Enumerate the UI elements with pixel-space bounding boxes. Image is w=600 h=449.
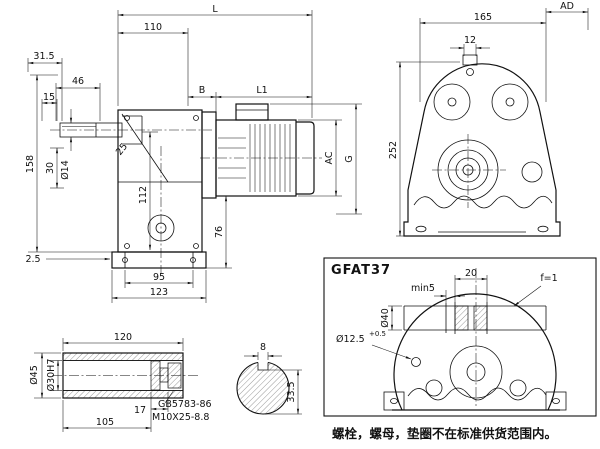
detail-frame [323,257,597,417]
detail-ribs [407,387,547,401]
dim-L1: L1 [256,85,267,96]
small-hole [411,357,421,367]
motor-fins [249,124,291,192]
motor-flange [201,111,217,199]
section-view: 8 33.5 [236,342,302,415]
case-flange [111,251,207,269]
detail-dimensions: 20 min5 f=1 Ø40 Ø12.5 +0.5 [336,268,558,360]
end-washer [150,360,161,391]
dim-dia30H7: Ø30H7 [46,359,57,392]
supply-note-caption: 螺栓，螺母，垫圈不在标准供货范围内。 [332,426,557,441]
foot-hole-left [415,225,427,233]
dim-105: 105 [96,417,114,428]
keyway [257,362,269,371]
dim-112: 112 [138,186,149,204]
bolt-head [167,362,182,389]
gear-case [117,109,203,253]
dim-G: G [344,155,355,162]
dim-17: 17 [134,405,146,416]
housing-outline [403,63,561,237]
dim-dia40: Ø40 [380,308,391,328]
dim-AD: AD [560,1,574,12]
dim-L: L [212,4,218,15]
dim-dia12-5-tolerance: +0.5 [369,330,386,338]
dim-120: 120 [114,332,132,343]
dim-B: B [199,85,206,96]
dim-dia14: Ø14 [60,160,71,180]
top-boss [462,54,478,66]
note-bolt-spec: M10X25-8.8 [152,412,209,423]
motor-rotor-lines [218,137,246,179]
dim-20: 20 [465,268,477,279]
dim-165: 165 [474,12,492,23]
dim-33-5: 33.5 [286,381,297,402]
side-view: L 110 31.5 46 15 B L1 158 30 Ø14 25 112 … [25,4,362,303]
dim-12: 12 [464,35,476,46]
dim-dia45: Ø45 [29,365,40,385]
detail-part [383,268,567,411]
dim-15: 15 [43,92,55,103]
dim-30: 30 [45,162,56,174]
bolt-shank [159,367,169,383]
detail-box: GFAT37 [323,257,597,417]
dim-8: 8 [260,342,266,353]
side-view-part [50,103,322,274]
dim-2-5: 2.5 [25,254,40,265]
dim-31-5: 31.5 [33,51,54,62]
shaft-body [62,352,184,399]
housing-ribs [413,195,553,209]
side-view-dimensions: L 110 31.5 46 15 B L1 158 30 Ø14 25 112 … [25,4,362,303]
dim-min5: min5 [411,283,435,294]
hub-section-left [454,305,469,331]
dim-123: 123 [150,287,168,298]
terminal-box [235,103,269,121]
dim-AC: AC [324,151,335,164]
vent-plug [466,68,474,76]
dim-dia12-5: Ø12.5 [336,334,365,345]
foot-hole-right [537,225,549,233]
dim-110: 110 [144,22,162,33]
dim-46: 46 [72,76,84,87]
dim-158: 158 [25,155,36,173]
fan-cowl [296,121,315,195]
shaft-view-part [52,352,198,399]
front-view-part [403,54,561,237]
dim-76: 76 [214,226,225,238]
hub-section-right [473,305,488,331]
shaft-view: 120 Ø45 Ø30H7 17 105 GB5783-86 M10X25-8.… [29,332,212,432]
section-view-dimensions: 8 33.5 [244,342,302,415]
front-view-dimensions: 165 AD 12 252 [388,1,589,237]
detail-housing-dome [393,293,557,411]
detail-title: GFAT37 [331,263,391,278]
note-bolt-standard: GB5783-86 [158,399,212,410]
dim-f1: f=1 [540,273,557,284]
front-view: 165 AD 12 252 [388,1,589,237]
section-view-part [236,359,290,415]
dim-95: 95 [153,272,165,283]
output-shaft [59,122,123,138]
shaft-view-dimensions: 120 Ø45 Ø30H7 17 105 GB5783-86 M10X25-8.… [29,332,212,432]
dim-252: 252 [388,141,399,159]
